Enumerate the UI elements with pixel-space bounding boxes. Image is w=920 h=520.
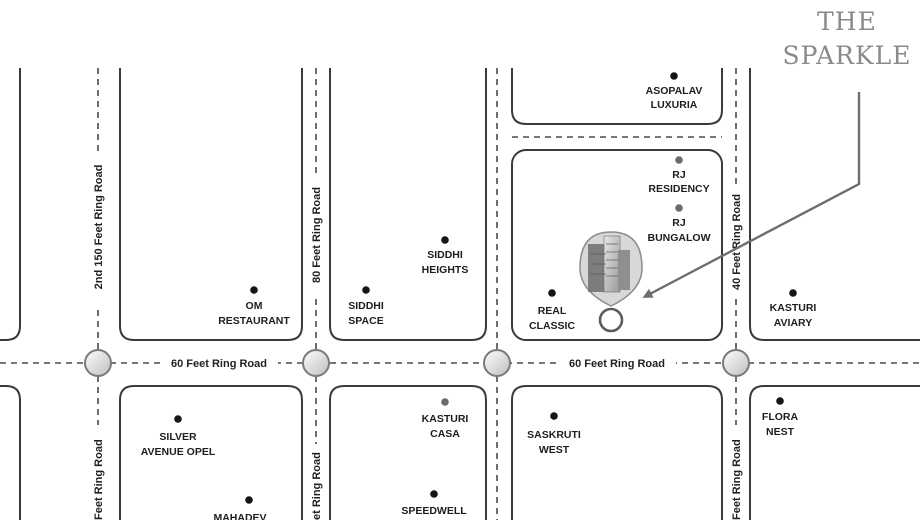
svg-text:LUXURIA: LUXURIA: [651, 99, 698, 111]
svg-text:WEST: WEST: [539, 444, 570, 456]
brand-title: THE SPARKLE: [782, 7, 911, 70]
landmark-kasturi-aviary: KASTURI AVIARY: [770, 289, 817, 329]
road-label-bottom-right: Feet Ring Road: [731, 439, 743, 520]
block-top-right-upper: [511, 68, 723, 125]
landmark-speedwell: SPEEDWELL: [401, 490, 467, 517]
svg-text:FLORA: FLORA: [762, 411, 799, 423]
svg-text:SPACE: SPACE: [348, 315, 383, 327]
svg-text:AVENUE OPEL: AVENUE OPEL: [141, 446, 216, 458]
dot-marker-icon: [776, 397, 784, 405]
svg-text:RJ: RJ: [672, 217, 686, 229]
roundabout-icon: [483, 349, 511, 377]
block-top-left: [0, 68, 21, 341]
landmark-om-restaurant: OM RESTAURANT: [218, 286, 290, 327]
svg-text:CASA: CASA: [430, 428, 460, 440]
dot-marker-icon: [789, 289, 797, 297]
road-label-bottom-mid: et Ring Road: [311, 452, 323, 520]
svg-text:RJ: RJ: [672, 169, 686, 181]
svg-text:SIDDHI: SIDDHI: [348, 300, 384, 312]
svg-text:SPEEDWELL: SPEEDWELL: [401, 505, 467, 517]
project-location-pin: [579, 231, 643, 333]
block-bottom-left-2: [119, 385, 303, 520]
block-far-right-top: [749, 68, 920, 341]
city-blocks: [0, 68, 920, 520]
block-top-left-2: [119, 68, 303, 341]
block-bottom-far-right: [749, 385, 920, 520]
svg-text:REAL: REAL: [538, 305, 567, 317]
building-icon: [588, 235, 630, 293]
roundabout-icon: [302, 349, 330, 377]
svg-text:AVIARY: AVIARY: [774, 317, 813, 329]
landmarks: ASOPALAV LUXURIA RJ RESIDENCY RJ BUNGALO…: [141, 72, 817, 520]
svg-text:BUNGALOW: BUNGALOW: [648, 232, 711, 244]
landmark-saskruti-west: SASKRUTI WEST: [527, 412, 581, 456]
road-label-40: 40 Feet Ring Road: [731, 194, 743, 290]
dot-marker-icon: [362, 286, 370, 294]
svg-text:SASKRUTI: SASKRUTI: [527, 429, 581, 441]
svg-text:OM: OM: [246, 300, 263, 312]
svg-text:KASTURI: KASTURI: [770, 302, 817, 314]
dot-marker-icon: [675, 156, 683, 164]
landmark-rj-bungalow: RJ BUNGALOW: [648, 204, 711, 244]
dot-marker-icon: [441, 398, 449, 406]
dot-marker-icon: [430, 490, 438, 498]
roundabout-icon: [84, 349, 112, 377]
block-bottom-mid: [329, 385, 487, 520]
svg-text:ASOPALAV: ASOPALAV: [646, 85, 703, 97]
pin-base-ring: [598, 307, 624, 333]
dot-marker-icon: [670, 72, 678, 80]
road-labels: 60 Feet Ring Road 60 Feet Ring Road 2nd …: [90, 155, 744, 520]
dot-marker-icon: [441, 236, 449, 244]
road-label-2nd-150: 2nd 150 Feet Ring Road: [93, 165, 105, 290]
landmark-kasturi-casa: KASTURI CASA: [422, 398, 469, 440]
svg-text:RESIDENCY: RESIDENCY: [648, 183, 709, 195]
landmark-mahadev: MAHADEV: [213, 496, 267, 520]
svg-text:CLASSIC: CLASSIC: [529, 320, 576, 332]
svg-text:SILVER: SILVER: [159, 431, 197, 443]
landmark-asopalav-luxuria: ASOPALAV LUXURIA: [646, 72, 703, 111]
brand-line-1: THE: [817, 7, 877, 36]
road-label-80: 80 Feet Ring Road: [311, 187, 323, 283]
brand-pointer-arrow: [642, 92, 861, 298]
svg-text:MAHADEV: MAHADEV: [213, 512, 266, 520]
svg-text:HEIGHTS: HEIGHTS: [422, 264, 469, 276]
dot-marker-icon: [675, 204, 683, 212]
landmark-siddhi-space: SIDDHI SPACE: [348, 286, 384, 327]
svg-text:RESTAURANT: RESTAURANT: [218, 315, 290, 327]
landmark-real-classic: REAL CLASSIC: [529, 289, 576, 332]
block-bottom-left: [0, 385, 21, 520]
landmark-siddhi-heights: SIDDHI HEIGHTS: [422, 236, 469, 276]
landmark-rj-residency: RJ RESIDENCY: [648, 156, 710, 195]
brand-line-2: SPARKLE: [782, 41, 911, 70]
road-label-60-right: 60 Feet Ring Road: [569, 358, 665, 370]
block-bottom-right: [511, 385, 723, 520]
dot-marker-icon: [550, 412, 558, 420]
junctions: [84, 349, 750, 377]
road-label-bottom-left: Feet Ring Road: [93, 439, 105, 520]
landmark-silver-avenue-opel: SILVER AVENUE OPEL: [141, 415, 216, 458]
svg-text:SIDDHI: SIDDHI: [427, 249, 463, 261]
road-label-60-left: 60 Feet Ring Road: [171, 358, 267, 370]
block-top-mid: [329, 68, 487, 341]
dot-marker-icon: [548, 289, 556, 297]
dot-marker-icon: [174, 415, 182, 423]
dot-marker-icon: [245, 496, 253, 504]
roundabout-icon: [722, 349, 750, 377]
landmark-flora-nest: FLORA NEST: [762, 397, 799, 438]
dot-marker-icon: [250, 286, 258, 294]
svg-text:NEST: NEST: [766, 426, 795, 438]
svg-text:KASTURI: KASTURI: [422, 413, 469, 425]
